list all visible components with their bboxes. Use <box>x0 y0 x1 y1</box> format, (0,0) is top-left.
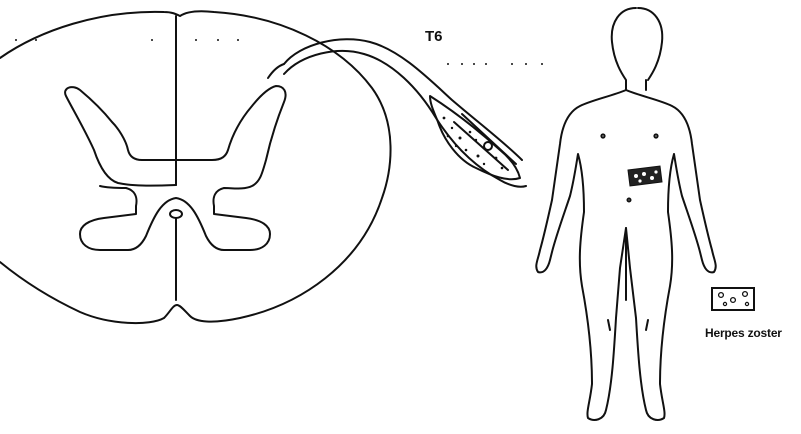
spinal-nerve-root-icon <box>284 39 526 187</box>
dotted-rash-pattern-icon <box>712 288 754 310</box>
nipple-right <box>654 134 657 137</box>
nipple-left <box>601 134 604 137</box>
body-outline <box>536 8 715 420</box>
knee-right <box>646 320 648 330</box>
legend-swatch-box <box>712 288 754 310</box>
nerve-fibre <box>462 114 516 164</box>
head-right <box>638 8 662 80</box>
human-body-front-icon <box>536 8 715 420</box>
herpes-zoster-rash <box>628 166 662 186</box>
segment-label-t6: T6 <box>425 28 443 45</box>
nerve-lower-edge <box>284 51 526 187</box>
ganglion-cell <box>484 142 492 150</box>
nerve-ganglion <box>430 96 520 179</box>
nerve-fibre <box>454 122 508 170</box>
spinal-cord-cross-section-icon <box>0 11 391 323</box>
rash-vesicle <box>650 176 654 180</box>
rash-vesicle <box>634 174 638 178</box>
navel <box>628 199 631 202</box>
rash-band <box>628 166 662 186</box>
segment-level-dots <box>15 39 543 65</box>
central-canal <box>170 210 182 218</box>
rash-vesicle <box>654 170 657 173</box>
knee-left <box>608 320 610 330</box>
rash-vesicle <box>638 179 641 182</box>
rash-vesicle <box>642 172 646 176</box>
spinal-cord-outline <box>0 11 391 323</box>
legend-label: Herpes zoster <box>705 326 782 340</box>
dorsal-root-entry <box>268 64 284 78</box>
